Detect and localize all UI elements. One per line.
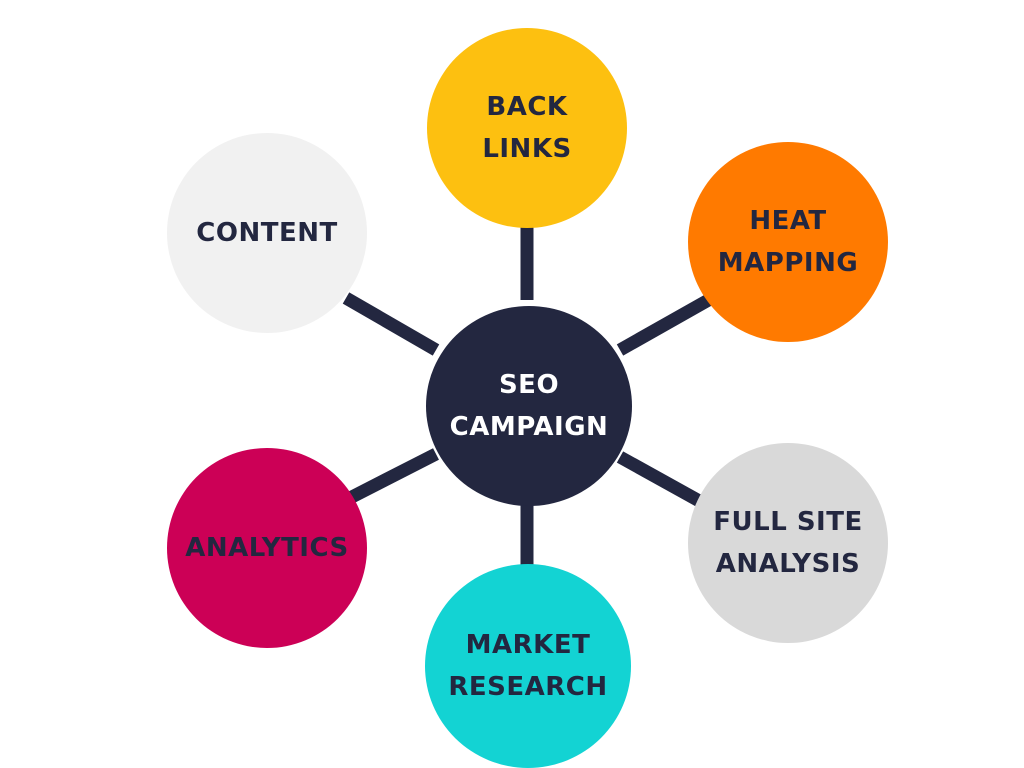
node-analytics-line-1: ANALYTICS bbox=[185, 533, 349, 563]
node-content-line-1: CONTENT bbox=[196, 218, 338, 248]
node-backlinks-line-1: BACK bbox=[486, 92, 568, 122]
node-market-research-line-1: MARKET bbox=[465, 630, 591, 660]
node-heat-mapping-line-1: HEAT bbox=[749, 206, 827, 236]
center-node-line-2: CAMPAIGN bbox=[449, 412, 609, 442]
node-full-site-analysis-line-2: ANALYSIS bbox=[715, 549, 861, 579]
node-heat-mapping: HEAT MAPPING bbox=[688, 142, 888, 342]
node-backlinks: BACK LINKS bbox=[427, 28, 627, 228]
center-node-seo-campaign: SEO CAMPAIGN bbox=[426, 306, 632, 506]
node-full-site-analysis-line-1: FULL SITE bbox=[713, 507, 863, 537]
node-heat-mapping-line-2: MAPPING bbox=[717, 248, 859, 278]
node-content: CONTENT bbox=[167, 133, 367, 333]
node-full-site-analysis: FULL SITE ANALYSIS bbox=[688, 443, 888, 643]
connector-analytics bbox=[343, 448, 439, 506]
node-backlinks-line-2: LINKS bbox=[482, 134, 572, 164]
node-analytics: ANALYTICS bbox=[167, 448, 367, 648]
connector-heat bbox=[616, 292, 716, 356]
center-node-line-1: SEO bbox=[498, 370, 560, 400]
node-market-research: MARKET RESEARCH bbox=[425, 564, 631, 768]
connector-content bbox=[342, 292, 440, 356]
node-market-research-line-2: RESEARCH bbox=[448, 672, 608, 702]
